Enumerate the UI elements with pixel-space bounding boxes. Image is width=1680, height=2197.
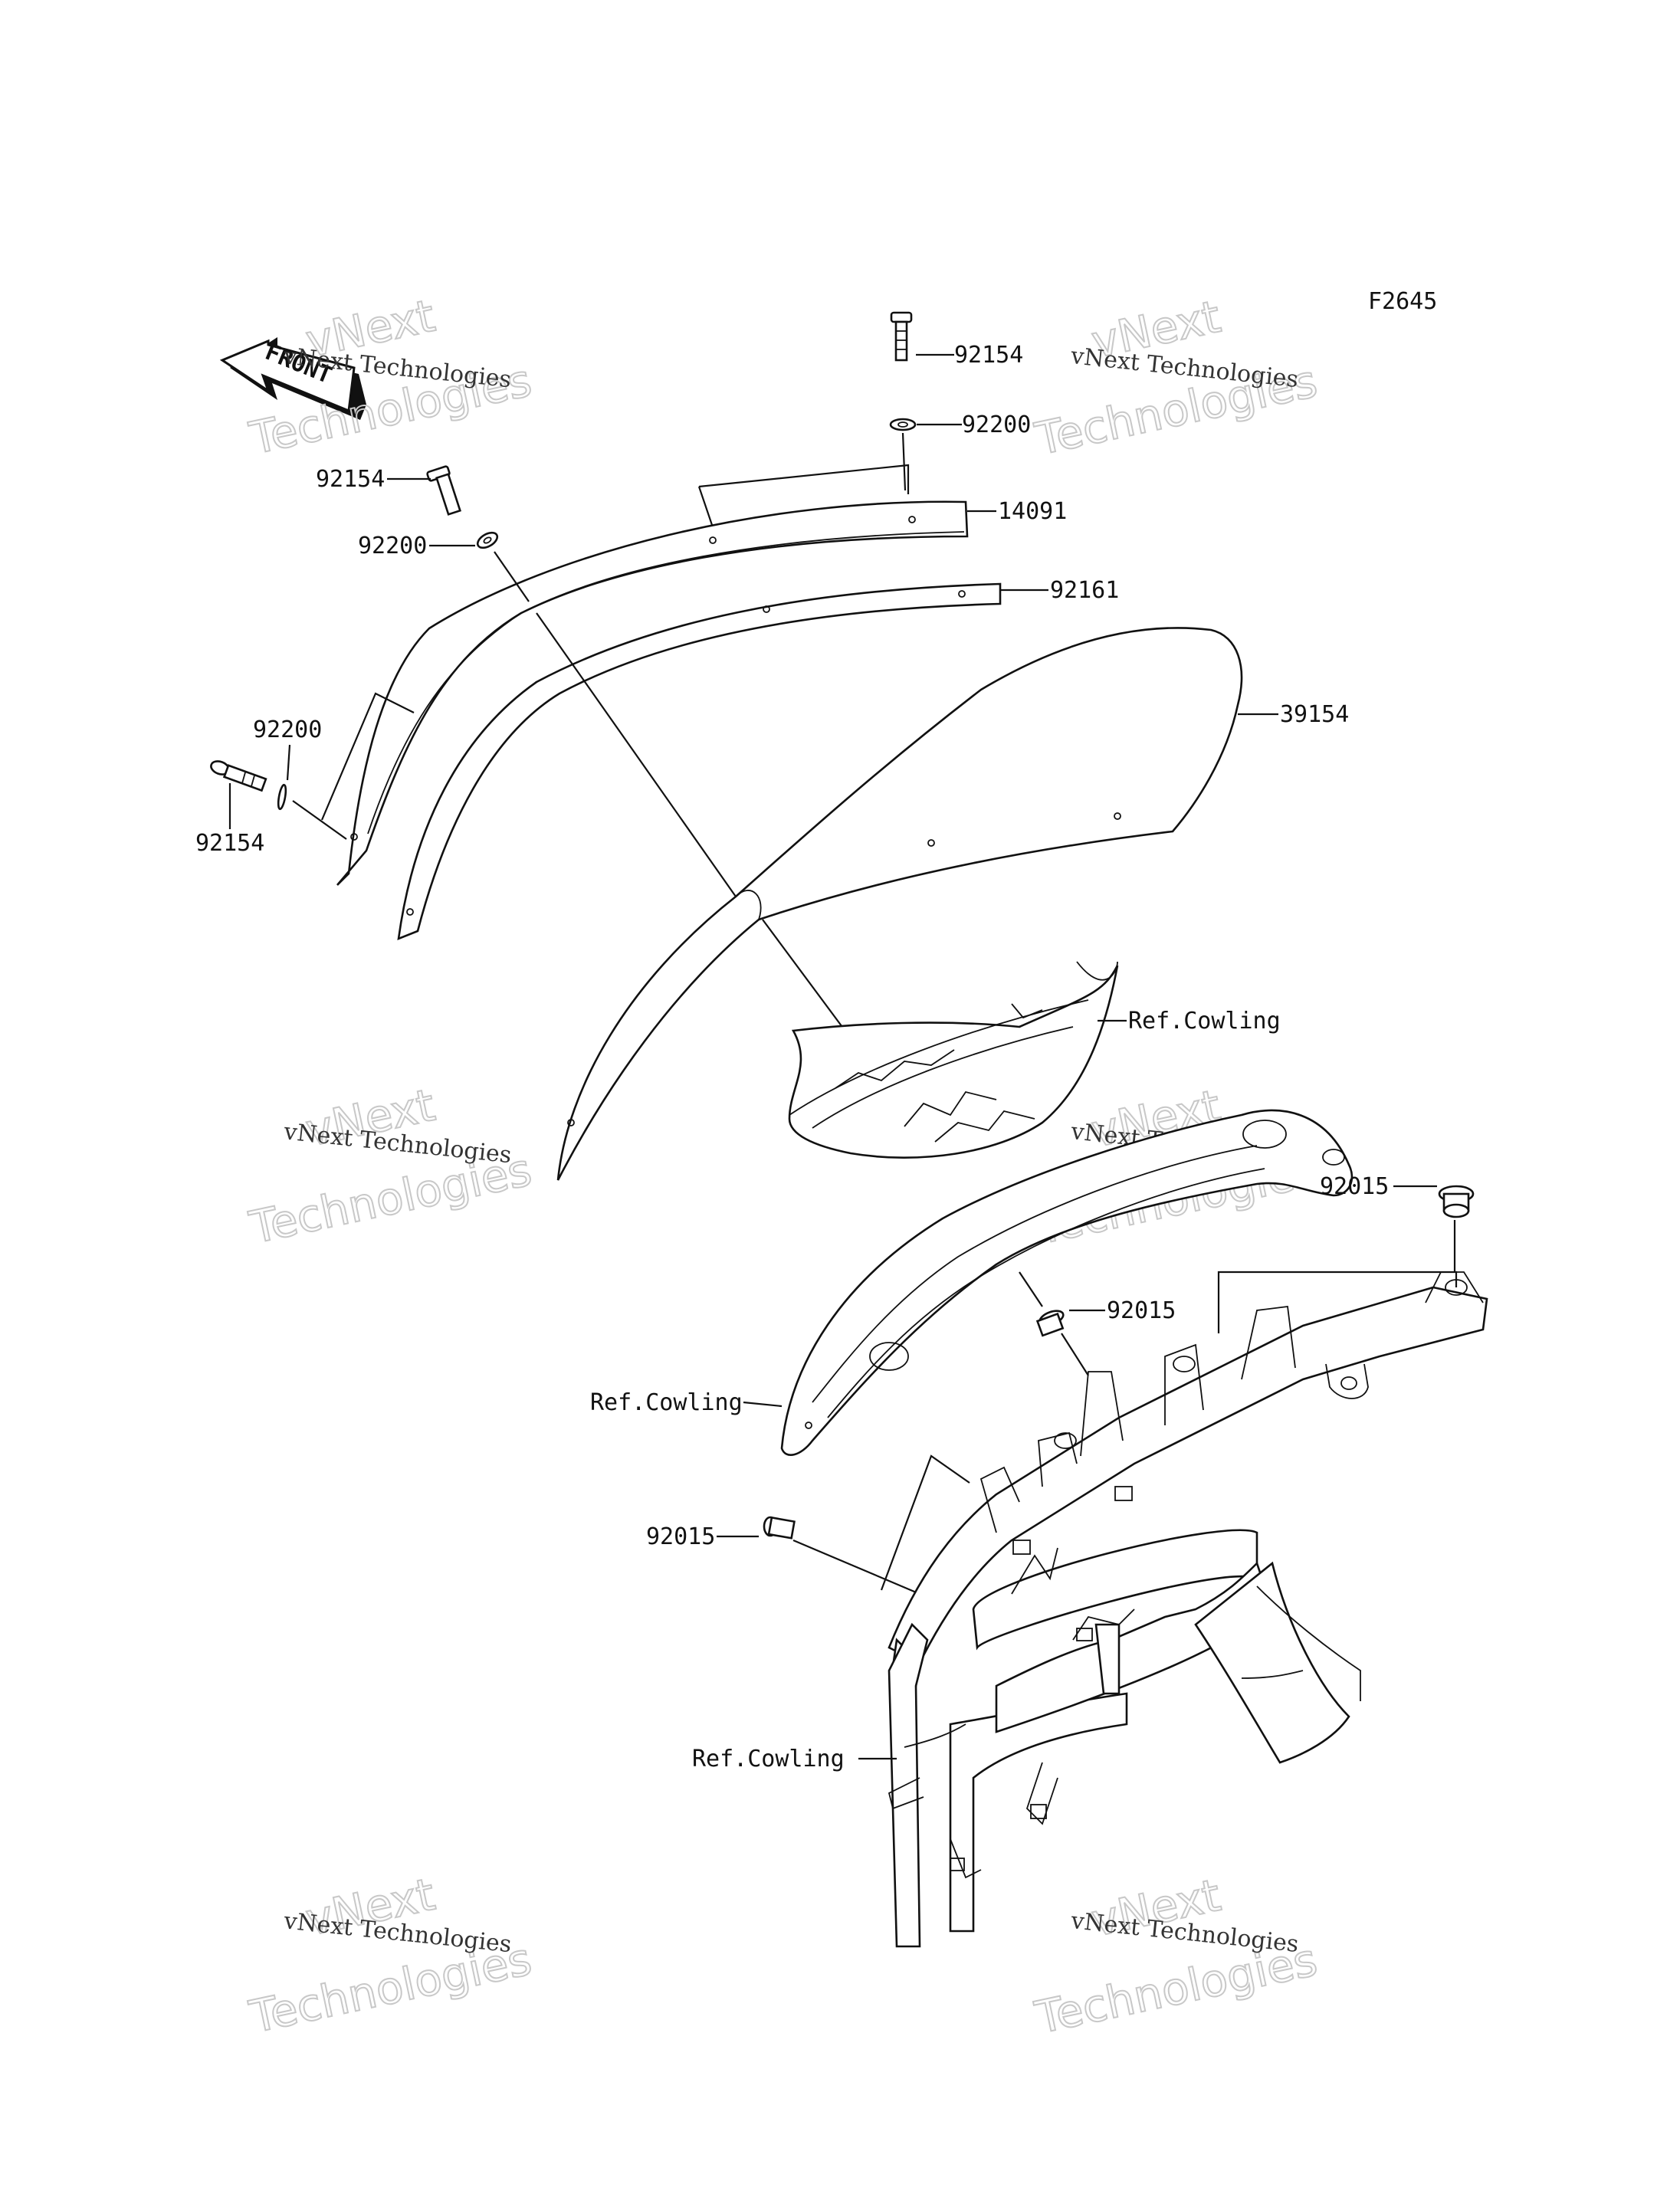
leader-line <box>320 692 415 821</box>
label-grommet-middle: 92015 <box>1107 1297 1176 1324</box>
label-bolt-lower-left: 92154 <box>195 830 264 857</box>
figure-code: F2645 <box>1368 288 1437 315</box>
washer-top-right <box>889 418 917 431</box>
gasket-92161 <box>397 582 1002 941</box>
leader-line <box>286 744 291 781</box>
leader-line <box>1061 1333 1089 1376</box>
leader-line <box>1019 1271 1043 1307</box>
grommet-left <box>763 1516 796 1540</box>
leader-line <box>697 486 714 528</box>
label-bolt-upper-left: 92154 <box>316 466 385 493</box>
leader-line <box>743 1401 783 1408</box>
label-bracket: 14091 <box>998 498 1067 525</box>
leader-line <box>792 1539 920 1595</box>
watermark-3: vNext Technologies vNext Technologies <box>244 1078 537 1255</box>
label-washer-lower-left: 92200 <box>253 716 322 743</box>
bolt-top-right <box>890 311 913 362</box>
bolt-lower-left <box>210 760 267 792</box>
label-ref-cowling-middle: Ref.Cowling <box>590 1389 743 1416</box>
watermark-2: vNext Technologies vNext Technologies <box>1030 290 1323 467</box>
washer-upper-left <box>476 531 499 549</box>
label-gasket: 92161 <box>1050 577 1119 604</box>
leader-line <box>880 1454 970 1591</box>
label-grommet-right: 92015 <box>1320 1173 1389 1200</box>
label-windshield: 39154 <box>1280 701 1349 728</box>
label-grommet-left: 92015 <box>646 1523 715 1550</box>
label-washer-top-right: 92200 <box>962 412 1031 438</box>
grommet-middle <box>1035 1310 1065 1337</box>
leader-line <box>901 432 907 491</box>
leader-line <box>698 464 910 494</box>
bolt-upper-left <box>426 465 461 516</box>
cowling-middle-ref <box>780 1109 1354 1456</box>
label-ref-cowling-lower: Ref.Cowling <box>692 1746 845 1772</box>
leader-line <box>494 551 530 602</box>
watermark-5: vNext Technologies vNext Technologies <box>244 1867 537 2045</box>
grommet-right <box>1438 1185 1475 1218</box>
label-ref-cowling-upper: Ref.Cowling <box>1128 1008 1281 1035</box>
frame-stay <box>888 1271 1488 1948</box>
leader-line <box>762 919 851 1039</box>
leader-line <box>292 800 347 840</box>
watermark-6: vNext Technologies vNext Technologies <box>1030 1868 1323 2045</box>
leader-line <box>536 612 737 897</box>
label-washer-upper-left: 92200 <box>358 533 427 559</box>
label-bolt-top-right: 92154 <box>954 342 1023 369</box>
washer-lower-left <box>277 783 287 811</box>
